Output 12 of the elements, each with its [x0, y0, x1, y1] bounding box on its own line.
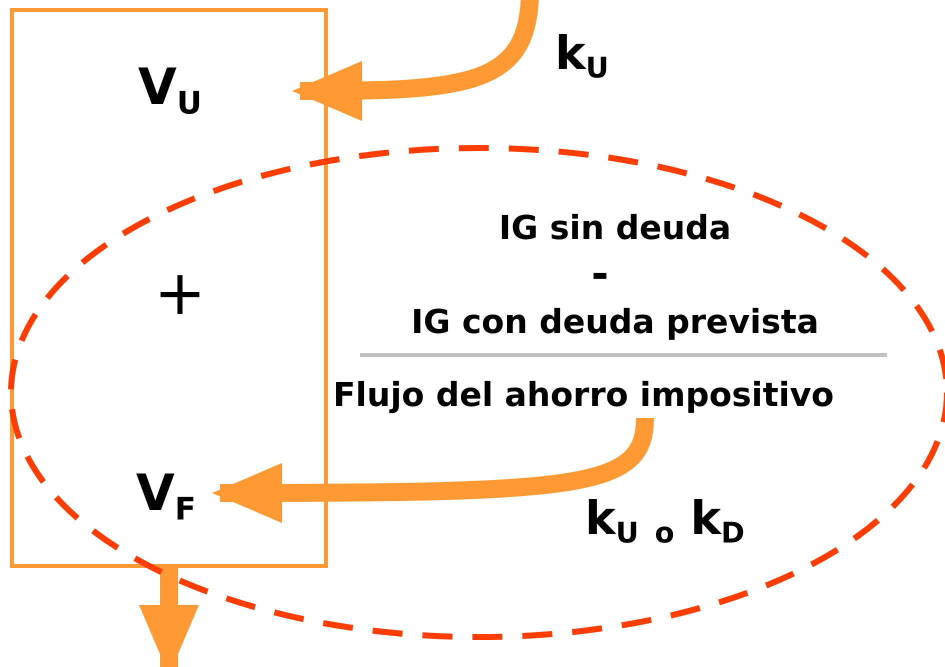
- formula-text: Flujo del ahorro impositivo: [333, 378, 834, 411]
- variable-label: V$_{F}$: [136, 468, 196, 526]
- edge-label: k$_{U}$: [555, 30, 609, 84]
- value-box: [10, 8, 328, 568]
- variable-label: V$_{U}$: [138, 62, 202, 120]
- edge-label: k$_{U}$ $_{o}$ k$_{D}$: [585, 495, 745, 548]
- formula-text: IG con deuda prevista: [411, 305, 819, 338]
- plus-sign: +: [154, 262, 206, 324]
- minus-sign: -: [591, 253, 609, 295]
- arrow: [139, 568, 199, 667]
- formula-text: IG sin deuda: [498, 211, 732, 244]
- arrow: [292, 0, 539, 121]
